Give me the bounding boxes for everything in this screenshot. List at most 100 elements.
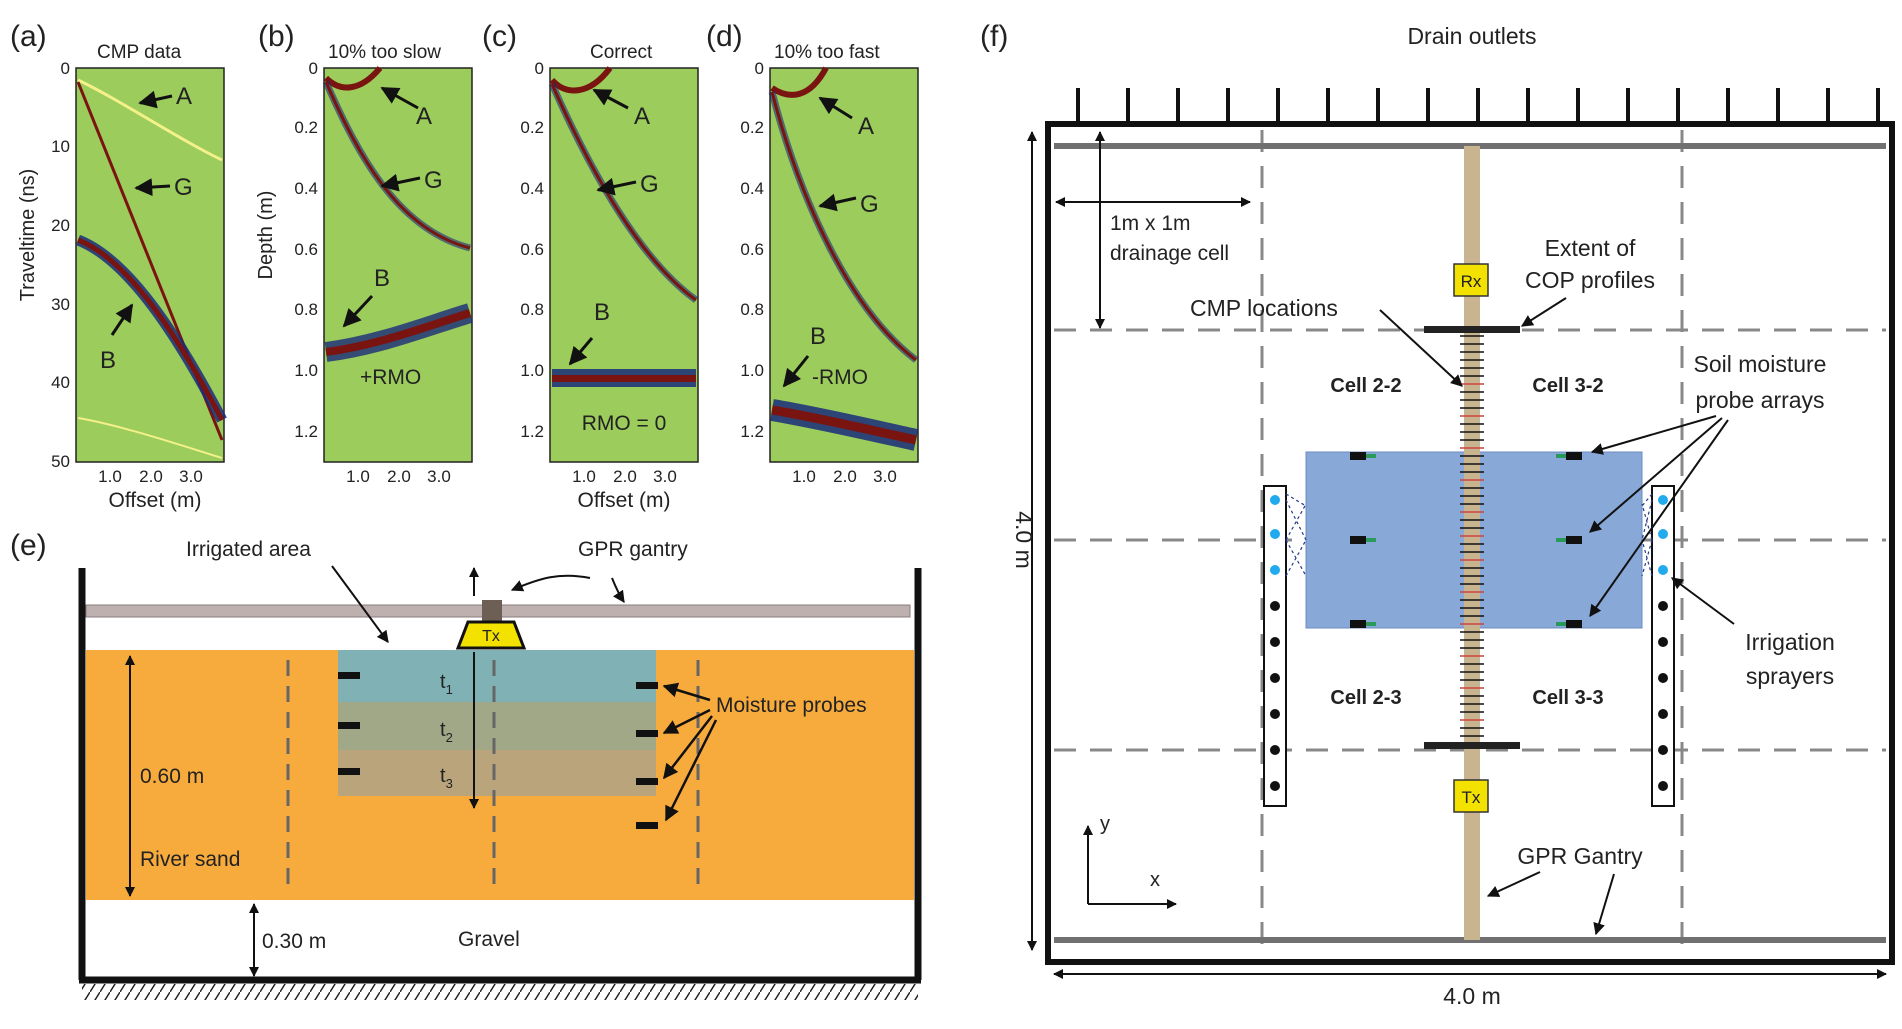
panel-b-xtick: 3.0 — [427, 467, 451, 486]
panel-a: (a) CMP data Traveltime (ns) 0 10 20 30 … — [10, 20, 227, 512]
panel-f-height-label: 4.0 m — [1011, 511, 1037, 569]
panel-e-gantry-mount — [482, 600, 502, 622]
panel-e-tx-label: Tx — [482, 628, 500, 645]
panel-e: (e) Tx t1 t2 t3 — [10, 529, 922, 1000]
panel-f-tx-antenna — [1453, 779, 1489, 813]
panel-a-arrow-b — [110, 303, 134, 336]
panel-b-arrow-g — [380, 173, 421, 192]
panel-a-xlabel: Offset (m) — [109, 489, 202, 512]
panel-f-axis-x: x — [1150, 869, 1160, 891]
panel-f: (f) Drain outlets — [980, 20, 1895, 1009]
panel-b: (b) 10% too slow Depth (m) 0 0.2 0.4 0.6… — [255, 20, 473, 486]
panel-f-gpr-gantry-label: GPR Gantry — [1517, 843, 1643, 869]
panel-f-extent-line2: COP profiles — [1525, 267, 1655, 293]
panel-a-ytick: 50 — [51, 452, 70, 471]
panel-f-irr-line2: sprayers — [1746, 663, 1834, 689]
panel-f-rx-label: Rx — [1461, 272, 1482, 291]
panel-a-event-a — [77, 78, 223, 162]
panel-f-cop-extent-top — [1424, 326, 1520, 333]
panel-d: (d) 10% too fast 0 0.2 0.4 0.6 0.8 1.0 1… — [706, 20, 919, 486]
panel-c-event-a — [549, 66, 613, 94]
panel-f-letter: (f) — [980, 20, 1008, 53]
panel-c-arrow-g-label: G — [640, 171, 659, 198]
panel-a-arrow-a — [138, 90, 173, 109]
panel-e-gravel-depth-label: 0.30 m — [262, 930, 326, 953]
panel-b-ytick: 0.2 — [294, 118, 318, 137]
panel-f-irr-arrow — [1671, 577, 1735, 625]
panel-d-arrow-a — [818, 96, 853, 120]
panel-f-soil-arrows — [1589, 415, 1729, 617]
panel-e-ground-hatch — [82, 984, 918, 1000]
panel-d-ytick: 0.8 — [740, 300, 764, 319]
panel-a-xtick: 3.0 — [179, 467, 203, 486]
panel-e-gpr-gantry-arrow-1 — [510, 574, 591, 592]
panel-f-drain-outlets — [1076, 88, 1880, 122]
panel-b-arrow-b-label: B — [374, 265, 390, 292]
panel-b-ytick: 1.0 — [294, 361, 318, 380]
panel-e-t1: t1 — [440, 671, 453, 697]
panel-c-arrow-b-label: B — [594, 299, 610, 326]
panel-d-ytick: 0 — [755, 59, 764, 78]
panel-c-arrow-a — [592, 88, 629, 110]
panel-f-gpr-arrow-1 — [1486, 871, 1541, 897]
panel-f-rx-antenna — [1453, 263, 1489, 297]
panel-b-title: 10% too slow — [328, 42, 441, 63]
panel-f-width-label: 4.0 m — [1443, 983, 1501, 1009]
panel-d-event-b-red — [771, 405, 917, 445]
panel-b-event-b-red — [325, 309, 472, 356]
panel-b-arrow-g-label: G — [424, 167, 443, 194]
panel-c-xtick: 3.0 — [653, 467, 677, 486]
panel-c-arrow-b — [568, 337, 594, 366]
panel-e-cell-dividers — [286, 660, 700, 888]
panel-d-event-a — [770, 66, 829, 98]
panel-c-title: Correct — [590, 42, 653, 63]
panel-d-arrow-b — [782, 355, 810, 388]
panel-e-gravel-label: Gravel — [458, 928, 520, 951]
panel-b-xtick: 1.0 — [346, 467, 370, 486]
panel-b-ytick: 0.4 — [294, 179, 318, 198]
panel-d-arrow-b-label: B — [810, 323, 826, 350]
panel-e-letter: (e) — [10, 529, 47, 562]
panel-e-probes-right — [636, 682, 658, 829]
panel-f-cmp-locations-label: CMP locations — [1190, 295, 1338, 321]
panel-d-xtick: 3.0 — [873, 467, 897, 486]
panel-f-cell-size-line2: drainage cell — [1110, 242, 1229, 265]
panel-c-note: RMO = 0 — [582, 412, 667, 435]
panel-f-cmp-arrow — [1379, 309, 1463, 387]
panel-c-ytick: 0.2 — [520, 118, 544, 137]
panel-c-ytick: 1.2 — [520, 422, 544, 441]
panel-d-plot — [769, 67, 919, 463]
panel-a-ytick: 30 — [51, 295, 70, 314]
panel-a-ytick: 10 — [51, 137, 70, 156]
panel-f-probe-arrays — [1350, 452, 1582, 628]
panel-f-soil-line1: Soil moisture — [1694, 351, 1827, 377]
panel-a-xtick: 1.0 — [98, 467, 122, 486]
panel-c-xtick: 1.0 — [572, 467, 596, 486]
panel-b-arrow-a-label: A — [416, 103, 432, 130]
panel-a-yaxis-label: Traveltime (ns) — [17, 169, 39, 302]
panel-d-xtick: 2.0 — [833, 467, 857, 486]
panel-a-arrow-g — [134, 178, 171, 197]
panel-c-ytick: 0 — [535, 59, 544, 78]
panel-d-xtick: 1.0 — [792, 467, 816, 486]
panel-e-t2: t2 — [440, 719, 453, 745]
panel-a-arrow-a-label: A — [176, 83, 192, 110]
panel-a-ytick: 0 — [61, 59, 70, 78]
panel-d-ytick: 1.0 — [740, 361, 764, 380]
panel-f-cell-32: Cell 3-2 — [1532, 375, 1603, 397]
panel-f-sprayers-right — [1658, 495, 1668, 791]
panel-b-yaxis-label: Depth (m) — [255, 191, 277, 280]
panel-e-t3: t3 — [440, 765, 453, 791]
panel-d-ytick: 0.4 — [740, 179, 764, 198]
panel-b-xtick: 2.0 — [387, 467, 411, 486]
panel-f-cmp-locations — [1460, 335, 1484, 737]
panel-f-axis-y: y — [1100, 813, 1110, 835]
panel-a-letter: (a) — [10, 20, 47, 53]
panel-a-title: CMP data — [97, 42, 182, 63]
panel-e-gpr-gantry-label: GPR gantry — [578, 538, 688, 561]
panel-b-ytick: 1.2 — [294, 422, 318, 441]
panel-b-ytick: 0 — [309, 59, 318, 78]
panel-e-gpr-gantry-arrow-2 — [611, 577, 625, 603]
panel-f-sprayers-left — [1270, 495, 1280, 791]
